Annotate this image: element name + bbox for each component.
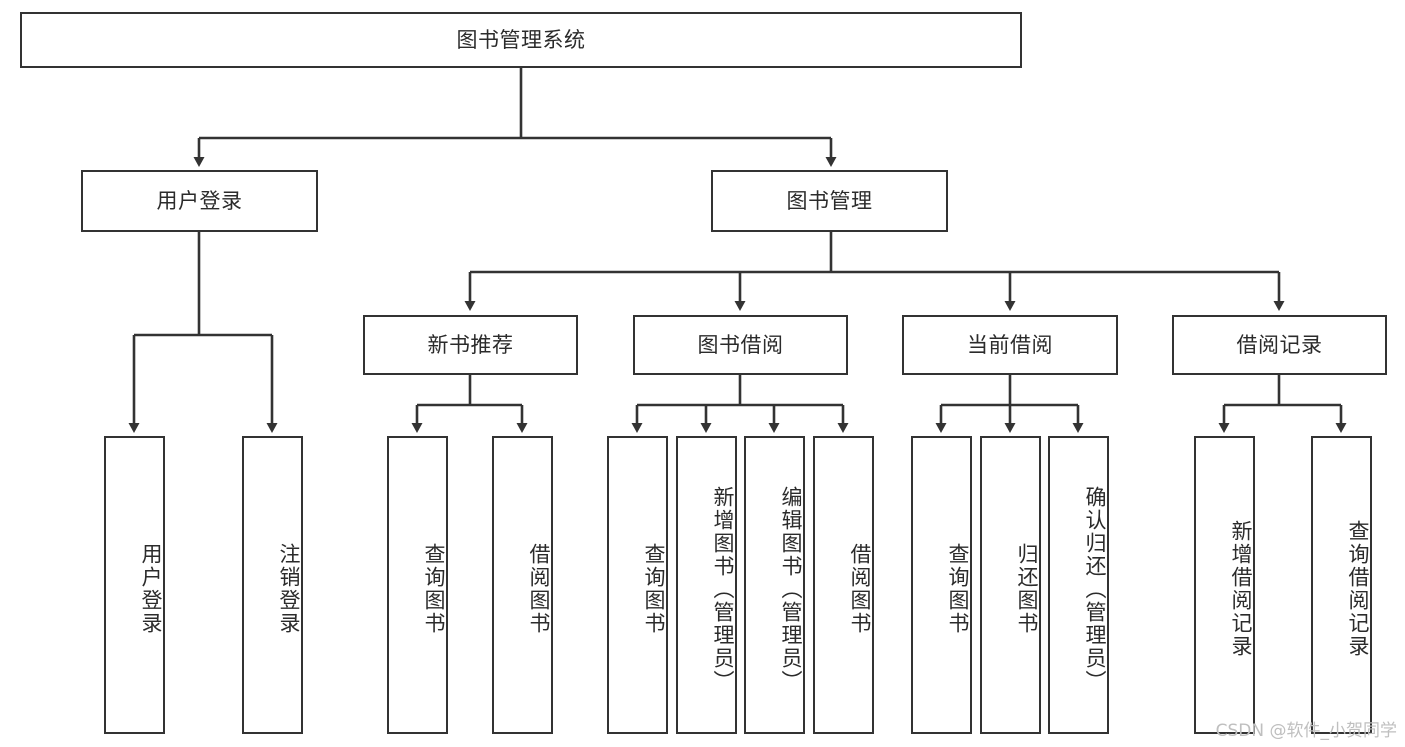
node-label: 图书管理 [786, 188, 873, 213]
node-book-management[interactable]: 图书管理 [711, 170, 948, 232]
node-label: 注销登录 [277, 543, 301, 635]
leaf-borrow-book-new-book[interactable]: 借阅图书 [492, 436, 553, 734]
node-label: 图书借阅 [697, 332, 784, 357]
leaf-logout-login[interactable]: 注销登录 [242, 436, 303, 734]
node-label: 新增借阅记录 [1229, 520, 1253, 658]
node-new-book-recommendation[interactable]: 新书推荐 [363, 315, 578, 375]
node-label: 借阅图书 [848, 543, 872, 635]
leaf-add-borrow-record[interactable]: 新增借阅记录 [1194, 436, 1255, 734]
leaf-user-login[interactable]: 用户登录 [104, 436, 165, 734]
node-label: 借阅图书 [527, 543, 551, 635]
node-label: 新增图书（管理员） [711, 485, 735, 693]
node-label: 归还图书 [1015, 543, 1039, 635]
node-label: 确认归还（管理员） [1083, 485, 1107, 693]
node-book-borrowing[interactable]: 图书借阅 [633, 315, 848, 375]
node-label: 借阅记录 [1236, 332, 1323, 357]
node-label: 当前借阅 [967, 332, 1053, 357]
leaf-add-book-admin[interactable]: 新增图书（管理员） [676, 436, 737, 734]
leaf-query-book-borrow[interactable]: 查询图书 [607, 436, 668, 734]
leaf-return-book[interactable]: 归还图书 [980, 436, 1041, 734]
leaf-borrow-book[interactable]: 借阅图书 [813, 436, 874, 734]
node-user-login[interactable]: 用户登录 [81, 170, 318, 232]
node-label: 查询借阅记录 [1346, 520, 1370, 658]
node-label: 查询图书 [946, 543, 970, 635]
node-root-book-management-system[interactable]: 图书管理系统 [20, 12, 1022, 68]
leaf-confirm-return-admin[interactable]: 确认归还（管理员） [1048, 436, 1109, 734]
leaf-edit-book-admin[interactable]: 编辑图书（管理员） [744, 436, 805, 734]
node-current-borrowing[interactable]: 当前借阅 [902, 315, 1118, 375]
node-label: 编辑图书（管理员） [779, 485, 803, 693]
node-label: 查询图书 [642, 543, 666, 635]
node-borrowing-record[interactable]: 借阅记录 [1172, 315, 1387, 375]
node-label: 新书推荐 [427, 332, 514, 357]
node-label: 图书管理系统 [456, 27, 586, 52]
leaf-query-book-new-book[interactable]: 查询图书 [387, 436, 448, 734]
csdn-watermark: CSDN @软件_小贺同学 [1215, 721, 1397, 741]
node-label: 用户登录 [139, 543, 163, 635]
node-label: 用户登录 [156, 188, 243, 213]
leaf-query-borrow-record[interactable]: 查询借阅记录 [1311, 436, 1372, 734]
node-label: 查询图书 [422, 543, 446, 635]
leaf-query-book-current[interactable]: 查询图书 [911, 436, 972, 734]
